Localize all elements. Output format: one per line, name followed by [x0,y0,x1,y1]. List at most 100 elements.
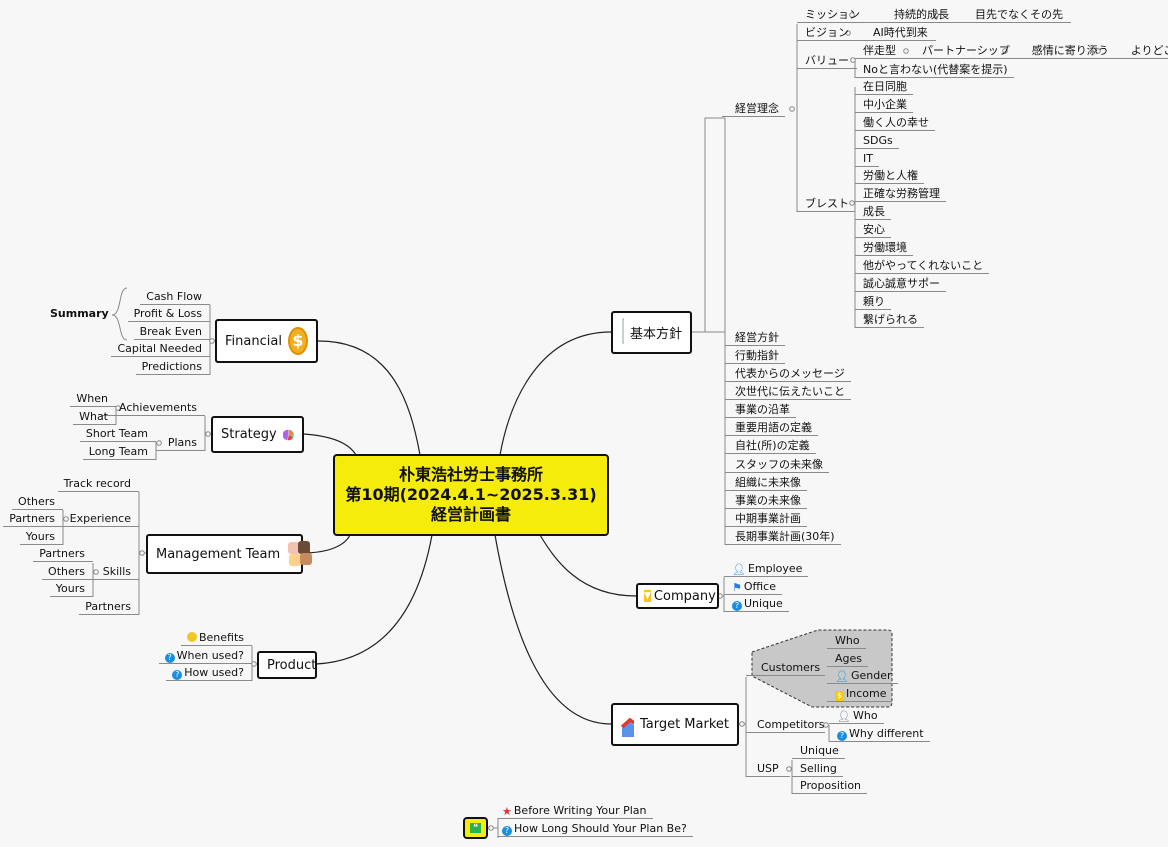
customer-item-gender[interactable]: 👤︎Gender [827,668,898,684]
policy-item[interactable]: スタッフの未来像 [725,457,829,473]
brainstorm-item[interactable]: 繋げられる [855,312,924,328]
policy-item[interactable]: 中期事業計画 [725,511,807,527]
financial-item[interactable]: Profit & Loss [127,306,210,322]
policy-item[interactable]: 行動指針 [725,348,785,364]
brainstorm-item[interactable]: 他がやってくれないこと [855,258,990,274]
central-topic[interactable]: 朴東浩社労士事務所 第10期(2024.4.1~2025.3.31) 経営計画書 [333,454,609,536]
skills-item[interactable]: Others [42,564,93,580]
plans-label[interactable]: Plans [155,435,205,451]
brainstorm-item[interactable]: 働く人の幸せ [855,115,935,131]
policy-item[interactable]: 長期事業計画(30年) [725,529,841,545]
achievements-item[interactable]: When [70,391,116,407]
brainstorm-label[interactable]: ブレスト [797,196,855,212]
question-icon: ? [172,670,183,680]
partners-item[interactable]: Partners [79,599,139,615]
policy-item[interactable]: 経営方針 [725,330,785,346]
keiei-rinen[interactable]: 経営理念 [722,101,785,117]
policy-item[interactable]: 重要用語の定義 [725,420,818,436]
customers-label[interactable]: Customers [746,660,825,676]
item-text: Why different [849,727,924,740]
topic-product[interactable]: Product [257,651,317,679]
brainstorm-item[interactable]: 労働環境 [855,240,913,256]
value-items[interactable]: 伴走型パートナーシップ感情に寄り添うよりどころ [855,43,1168,59]
brainstorm-item[interactable]: 中小企業 [855,97,913,113]
usp-item[interactable]: Proposition [792,778,868,794]
skills-item[interactable]: Partners [33,546,93,562]
company-item-employee[interactable]: 👤︎Employee [724,561,809,577]
policy-item[interactable]: 自社(所)の定義 [725,438,816,454]
product-item-benefits[interactable]: Benefits [180,630,252,646]
brainstorm-item[interactable]: 安心 [855,222,891,238]
brainstorm-item[interactable]: SDGs [855,133,899,149]
policy-item[interactable]: 事業の沿革 [725,402,796,418]
experience-item[interactable]: Partners [3,511,63,527]
brainstorm-item[interactable]: 労働と人権 [855,168,924,184]
document-magnifier-icon [622,318,624,343]
plans-item[interactable]: Short Team [79,426,156,442]
policy-item[interactable]: 事業の未来像 [725,493,807,509]
experience-item[interactable]: Yours [19,529,63,545]
value-label[interactable]: バリュー [797,53,857,69]
value-item: 伴走型 [863,44,896,57]
product-item-when[interactable]: ?When used? [158,648,252,664]
star-icon: ★ [502,805,512,818]
note-how-long[interactable]: ?How Long Should Your Plan Be? [498,821,693,837]
brainstorm-item[interactable]: 在日同胞 [855,79,913,95]
policy-item[interactable]: 次世代に伝えたいこと [725,384,851,400]
usp-item[interactable]: Unique [792,743,845,759]
brainstorm-item[interactable]: 誠心誠意サポー [855,276,946,292]
financial-item[interactable]: Predictions [135,359,210,375]
financial-item[interactable]: Break Even [133,324,210,340]
skills-item[interactable]: Yours [49,581,93,597]
brainstorm-item[interactable]: 正確な労務管理 [855,186,946,202]
financial-item[interactable]: Cash Flow [140,289,210,305]
brainstorm-item[interactable]: 成長 [855,204,891,220]
topic-strategy[interactable]: Strategy [211,416,304,453]
competitor-item-why[interactable]: ?Why different [829,726,930,742]
customer-item[interactable]: Who [827,633,866,649]
summary-label: Summary [50,307,109,320]
topic-label: Target Market [639,717,729,732]
usp-item[interactable]: Selling [792,761,843,777]
policy-item[interactable]: 組織に未来像 [725,475,807,491]
customer-item-income[interactable]: $Income [827,686,893,702]
skills-label[interactable]: Skills [92,564,139,580]
note-before-writing[interactable]: ★Before Writing Your Plan [498,803,653,819]
financial-item[interactable]: Capital Needed [111,341,210,357]
company-item-unique[interactable]: ?Unique [724,596,789,612]
topic-kihon-houshin[interactable]: 基本方針 [611,311,692,354]
item-text: Benefits [198,631,244,644]
product-item-how[interactable]: ?How used? [166,665,252,681]
topic-company[interactable]: ▼ Company [636,583,719,609]
topic-label: 基本方針 [629,327,682,342]
question-icon: ? [502,826,512,836]
topic-financial[interactable]: Financial $ [215,319,318,363]
brainstorm-item[interactable]: IT [855,151,879,167]
policy-item[interactable]: 代表からのメッセージ [725,366,851,382]
mission-label[interactable]: ミッション持続的成長目先でなくその先 [797,7,1071,23]
experience-item[interactable]: Others [12,494,63,510]
competitor-item-who[interactable]: 👤︎Who [829,708,884,724]
notes-topic[interactable]: ❝ [463,817,488,839]
central-title-line1: 朴東浩社労士事務所 [398,465,543,484]
achievements-item[interactable]: What [73,409,116,425]
value-item: パートナーシップ [922,44,1010,57]
topic-management-team[interactable]: Management Team [146,534,313,574]
achievements-label[interactable]: Achievements [101,400,205,416]
usp-label[interactable]: USP [746,761,790,777]
company-item-office[interactable]: ⚑Office [724,579,782,595]
brainstorm-item[interactable]: 頼り [855,294,891,310]
customer-item[interactable]: Ages [827,651,869,667]
experience-label[interactable]: Experience [57,511,139,527]
item-text: When used? [176,649,244,662]
item-text: Unique [744,597,783,610]
chart-trend-icon [621,717,634,737]
value-item-no[interactable]: Noと言わない(代替案を提示) [855,62,1014,78]
item-text: Income [846,687,887,700]
topic-target-market[interactable]: Target Market [611,703,739,746]
vision-text: ビジョン [805,26,849,39]
track-record[interactable]: Track record [57,476,139,492]
plans-item[interactable]: Long Team [82,444,156,460]
competitors-label[interactable]: Competitors [746,717,825,733]
